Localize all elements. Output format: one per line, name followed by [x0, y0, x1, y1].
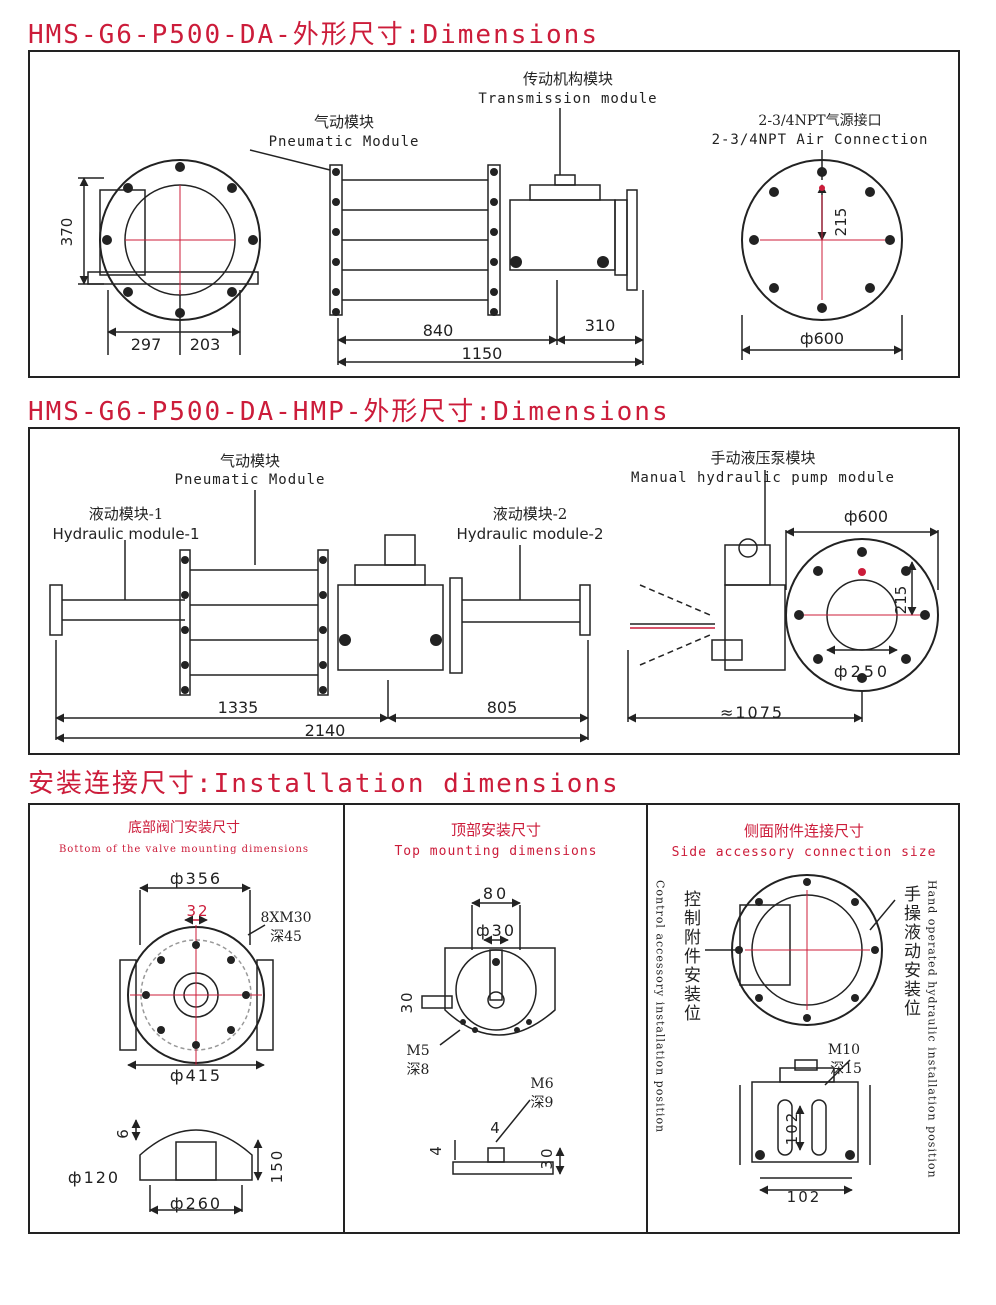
dim-30: ф30: [476, 921, 516, 940]
heading-dimensions-da: HMS-G6-P500-DA-外形尺寸:Dimensions: [28, 20, 599, 50]
dim-32: 32: [186, 902, 209, 920]
dim-4-top: 4: [490, 1119, 500, 1137]
label-hydraulic-1-cn: 液动模块-1: [89, 505, 164, 523]
dim-80: 80: [483, 884, 509, 903]
dim-250: ф250: [834, 662, 890, 681]
dim-1335: 1335: [218, 698, 259, 717]
dim-102-horizontal: 102: [787, 1188, 822, 1206]
dim-600: ф600: [800, 329, 844, 348]
front-view-drawing: [78, 159, 261, 355]
bottom-view-drawing: [119, 883, 274, 1215]
label-side-en: Side accessory connection size: [672, 845, 937, 860]
label-hand-en: Hand operated hydraulic installation pos…: [926, 880, 939, 1179]
label-side-cn: 侧面附件连接尺寸: [744, 822, 864, 840]
label-hydraulic-2-en: Hydraulic module-2: [456, 525, 603, 543]
dim-370: 370: [58, 218, 76, 247]
label-hand-cn: 手操液动安装位: [900, 885, 921, 1018]
dim-260: ф260: [170, 1194, 222, 1213]
dim-840: 840: [423, 321, 454, 340]
dim-120: ф120: [68, 1168, 120, 1187]
label-m5: M5: [406, 1043, 429, 1059]
dim-297: 297: [131, 335, 162, 354]
dim-30-bottom: 30: [538, 1146, 556, 1169]
label-pneumatic-en: Pneumatic Module: [269, 134, 420, 150]
dim-1150: 1150: [462, 344, 503, 363]
end-view-drawing: [741, 150, 903, 360]
top-view-drawing: [421, 898, 565, 1175]
dim-215-b: 215: [892, 586, 910, 615]
label-depth-45: 深45: [270, 929, 302, 945]
dim-30-vertical: 30: [398, 990, 416, 1013]
label-air-cn: 2-3/4NPT气源接口: [758, 112, 881, 129]
label-pneumatic-en-2: Pneumatic Module: [175, 472, 326, 488]
panel-dimensions-da: [28, 50, 960, 378]
label-control-cn: 控制附件安装位: [680, 890, 701, 1023]
label-m10: M10: [828, 1042, 860, 1058]
dim-805: 805: [487, 698, 518, 717]
dim-2140: 2140: [305, 721, 346, 740]
label-depth-9: 深9: [531, 1095, 554, 1111]
dim-4-side: 4: [427, 1146, 445, 1156]
label-transmission-en: Transmission module: [478, 91, 657, 107]
label-top-cn: 顶部安装尺寸: [451, 821, 541, 839]
label-transmission-cn: 传动机构模块: [523, 70, 613, 88]
label-8xm30: 8XM30: [260, 910, 311, 926]
dim-150: 150: [268, 1149, 286, 1184]
dim-215: 215: [832, 208, 850, 237]
dim-415: ф415: [170, 1066, 222, 1085]
label-depth-15: 深15: [830, 1061, 862, 1077]
panel-dimensions-da-hmp: [28, 427, 960, 755]
label-air-en: 2-3/4NPT Air Connection: [712, 132, 929, 148]
label-control-en: Control accessory installation position: [654, 880, 667, 1133]
dim-1075: ≈1075: [720, 703, 784, 722]
label-m6: M6: [530, 1076, 553, 1092]
dim-600-b: ф600: [844, 507, 888, 526]
label-pump-en: Manual hydraulic pump module: [631, 470, 895, 486]
label-hydraulic-1-en: Hydraulic module-1: [52, 525, 199, 543]
label-hydraulic-2-cn: 液动模块-2: [493, 505, 568, 523]
label-pneumatic-cn-2: 气动模块: [220, 452, 280, 470]
label-top-en: Top mounting dimensions: [394, 844, 597, 859]
label-depth-8: 深8: [407, 1062, 430, 1078]
heading-dimensions-da-hmp: HMS-G6-P500-DA-HMP-外形尺寸:Dimensions: [28, 397, 670, 427]
heading-installation-dimensions: 安装连接尺寸:Installation dimensions: [28, 769, 620, 799]
label-pump-cn: 手动液压泵模块: [710, 449, 815, 467]
label-bottom-cn: 底部阀门安装尺寸: [128, 820, 240, 836]
hmp-end-view-drawing: [627, 470, 939, 723]
dim-203: 203: [190, 335, 221, 354]
dim-310: 310: [585, 316, 616, 335]
dim-102-vertical: 102: [783, 1111, 801, 1146]
side-accessory-drawing: [705, 874, 896, 1195]
hmp-side-view-drawing: [49, 490, 591, 743]
label-bottom-en: Bottom of the valve mounting dimensions: [59, 844, 309, 855]
label-pneumatic-cn: 气动模块: [314, 113, 374, 131]
dim-6: 6: [114, 1129, 132, 1139]
dim-356: ф356: [170, 869, 222, 888]
